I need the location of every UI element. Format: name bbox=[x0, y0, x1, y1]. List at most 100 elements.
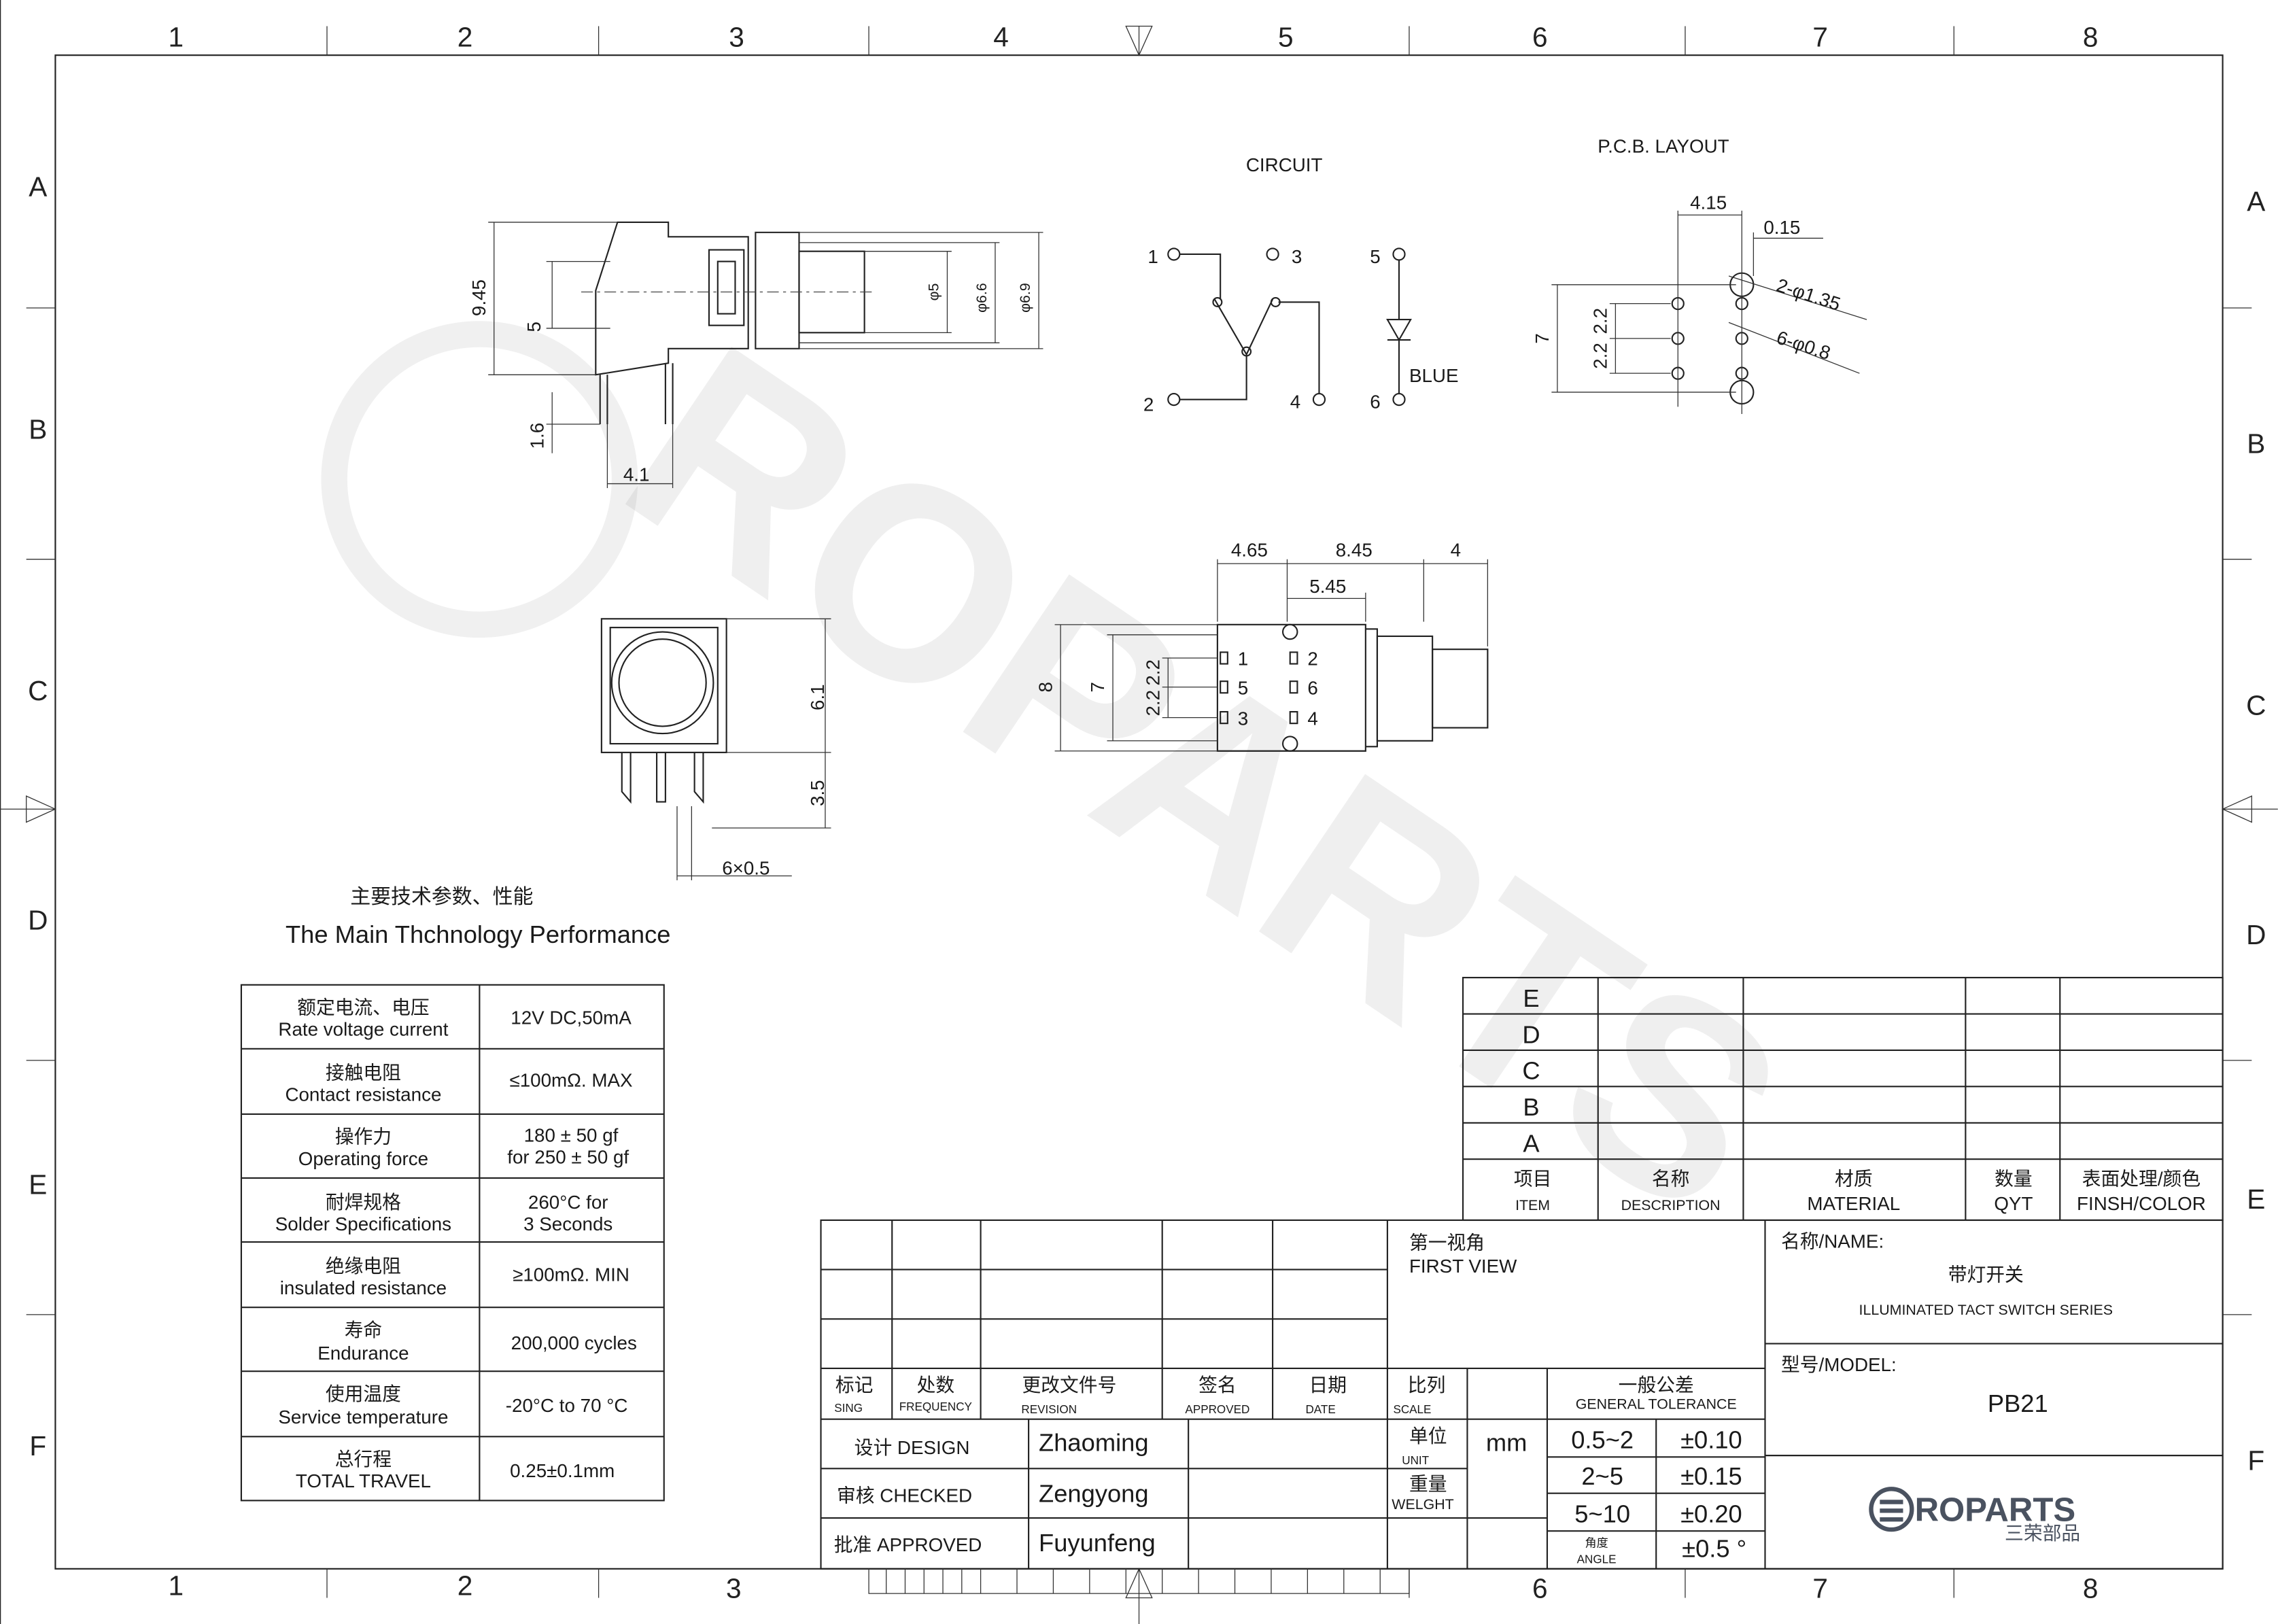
spec-name-en: TOTAL TRAVEL bbox=[296, 1470, 431, 1491]
revision-header: SING bbox=[834, 1402, 863, 1415]
logo-text-cn: 三荣部品 bbox=[2005, 1523, 2080, 1544]
model-label: 型号/MODEL: bbox=[1781, 1354, 1897, 1375]
signoff-name: Fuyunfeng bbox=[1039, 1529, 1156, 1557]
bom-header: FINSH/COLOR bbox=[2077, 1193, 2206, 1214]
dim-label: φ6.6 bbox=[973, 283, 990, 313]
pcb-layout-title: P.C.B. LAYOUT bbox=[1598, 135, 1729, 156]
logo-text: ROPARTS bbox=[1915, 1491, 2076, 1528]
zone-col-label: 7 bbox=[1812, 21, 1828, 52]
spec-row: 使用温度 Service temperature -20°C to 70 °C bbox=[278, 1383, 627, 1428]
zone-row-label: F bbox=[2247, 1445, 2264, 1476]
dim-label: 7 bbox=[1532, 333, 1553, 343]
spec-row: 耐焊规格 Solder Specifications 260°C for 3 S… bbox=[275, 1192, 613, 1234]
dim-label: 1.6 bbox=[526, 423, 547, 449]
spec-value: 200,000 cycles bbox=[511, 1332, 637, 1353]
tolerance-range: 5~10 bbox=[1574, 1500, 1630, 1527]
dim-label: 4.65 bbox=[1231, 539, 1268, 560]
zone-col-label: 8 bbox=[2083, 21, 2099, 52]
revision-header: 处数 bbox=[917, 1375, 955, 1396]
signoff-role: 设计 DESIGN bbox=[855, 1437, 970, 1458]
tolerance-value: ±0.15 bbox=[1680, 1462, 1742, 1490]
bom-header: QYT bbox=[1994, 1193, 2033, 1214]
zone-col-label: 3 bbox=[729, 21, 744, 52]
spec-name-en: Service temperature bbox=[278, 1406, 448, 1428]
pin-label: 6 bbox=[1307, 677, 1317, 698]
zone-row-label: D bbox=[28, 905, 48, 936]
company-logo: ROPARTS 三荣部品 bbox=[1869, 1487, 2080, 1544]
zone-row-label: E bbox=[29, 1169, 47, 1200]
spec-name-en: Rate voltage current bbox=[278, 1019, 448, 1040]
tolerance-label: GENERAL TOLERANCE bbox=[1576, 1396, 1737, 1413]
revision-header: 日期 bbox=[1309, 1375, 1347, 1396]
revision-header: APPROVED bbox=[1185, 1403, 1249, 1416]
zone-col-label: 8 bbox=[2083, 1573, 2099, 1604]
spec-name-cn: 绝缘电阻 bbox=[326, 1256, 401, 1277]
bom-item-label: E bbox=[1523, 984, 1539, 1012]
dim-label: φ5 bbox=[926, 283, 942, 301]
spec-title-en: The Main Thchnology Performance bbox=[286, 920, 671, 948]
projection-label-en: FIRST VIEW bbox=[1409, 1256, 1517, 1277]
spec-row: 额定电流、电压 Rate voltage current 12V DC,50mA bbox=[278, 997, 632, 1040]
tolerance-label: 一般公差 bbox=[1619, 1375, 1694, 1396]
spec-table: 主要技术参数、性能 The Main Thchnology Performanc… bbox=[240, 886, 671, 1502]
model-number: PB21 bbox=[1988, 1389, 2048, 1417]
pin-label: 2 bbox=[1307, 649, 1317, 670]
spec-value: -20°C to 70 °C bbox=[506, 1395, 628, 1416]
dim-label: 2-φ1.35 bbox=[1774, 275, 1844, 315]
spec-name-en: Contact resistance bbox=[285, 1084, 441, 1105]
spec-name-cn: 寿命 bbox=[345, 1319, 383, 1341]
title-block: 标记 SING 处数 FREQUENCY 更改文件号 REVISION 签名 A… bbox=[820, 1219, 2224, 1594]
unit-label: 单位 bbox=[1409, 1426, 1447, 1447]
dim-label: 0.15 bbox=[1763, 217, 1800, 238]
pin-label: 4 bbox=[1290, 391, 1300, 412]
watermark-text: ROPARTS bbox=[577, 287, 1833, 1274]
tolerance-value: ±0.20 bbox=[1680, 1500, 1742, 1527]
spec-row: 寿命 Endurance 200,000 cycles bbox=[317, 1319, 637, 1364]
dim-label: 4.15 bbox=[1690, 192, 1727, 213]
spec-row: 操作力 Operating force 180 ± 50 gf for 250 … bbox=[298, 1125, 629, 1169]
zone-col-label: 1 bbox=[168, 21, 184, 52]
spec-name-en: Operating force bbox=[298, 1148, 428, 1169]
bom-table: E D C B A 项目 ITEM 名称 DESCRIPTION 材质 MATE… bbox=[1462, 977, 2224, 1222]
bom-item-label: C bbox=[1522, 1057, 1540, 1085]
pin-label: 1 bbox=[1238, 649, 1248, 670]
spec-value: 0.25±0.1mm bbox=[510, 1460, 615, 1481]
name-label: 名称/NAME: bbox=[1781, 1231, 1884, 1252]
spec-row: 接触电阻 Contact resistance ≤100mΩ. MAX bbox=[285, 1062, 632, 1105]
dim-label: 9.45 bbox=[468, 279, 489, 316]
pin-label: 3 bbox=[1292, 246, 1302, 267]
led-color-label: BLUE bbox=[1409, 365, 1459, 386]
signoff-name: Zengyong bbox=[1039, 1480, 1149, 1508]
bom-header: ITEM bbox=[1515, 1197, 1550, 1213]
revision-header: DATE bbox=[1305, 1403, 1335, 1416]
dim-label: 8.45 bbox=[1336, 539, 1373, 560]
bom-header: 数量 bbox=[1995, 1169, 2033, 1190]
spec-value: ≤100mΩ. MAX bbox=[509, 1069, 632, 1090]
zone-row-label: A bbox=[2247, 186, 2265, 217]
spec-name-cn: 使用温度 bbox=[326, 1383, 401, 1404]
spec-name-cn: 总行程 bbox=[335, 1449, 392, 1470]
zone-row-label: A bbox=[29, 171, 47, 202]
bom-header: DESCRIPTION bbox=[1621, 1197, 1721, 1213]
angle-tolerance: ±0.5 ° bbox=[1682, 1535, 1746, 1563]
pin-label: 2 bbox=[1143, 394, 1154, 415]
zone-row-label: E bbox=[2247, 1184, 2265, 1215]
zone-row-label: F bbox=[29, 1430, 46, 1462]
bottom-view: 4.65 8.45 4 5.45 8 7 2.2 2.2 1 5 3 2 6 4 bbox=[1035, 539, 1489, 752]
pin-label: 5 bbox=[1238, 677, 1248, 698]
circuit-title: CIRCUIT bbox=[1246, 154, 1323, 175]
dim-label: 2.2 bbox=[1142, 659, 1163, 686]
signoff-name: Zhaoming bbox=[1039, 1429, 1148, 1457]
pin-label: 4 bbox=[1307, 708, 1317, 729]
dim-label: 4.1 bbox=[623, 464, 650, 485]
spec-value: 3 Seconds bbox=[523, 1213, 612, 1234]
tolerance-range: 2~5 bbox=[1581, 1462, 1623, 1490]
revision-header: 更改文件号 bbox=[1022, 1375, 1117, 1396]
spec-name-cn: 接触电阻 bbox=[326, 1062, 401, 1084]
zone-row-label: C bbox=[2246, 689, 2266, 721]
spec-name-en: insulated resistance bbox=[280, 1277, 447, 1298]
angle-label: ANGLE bbox=[1577, 1553, 1617, 1566]
pin-label: 3 bbox=[1238, 708, 1248, 729]
revision-header: FREQUENCY bbox=[899, 1400, 973, 1413]
